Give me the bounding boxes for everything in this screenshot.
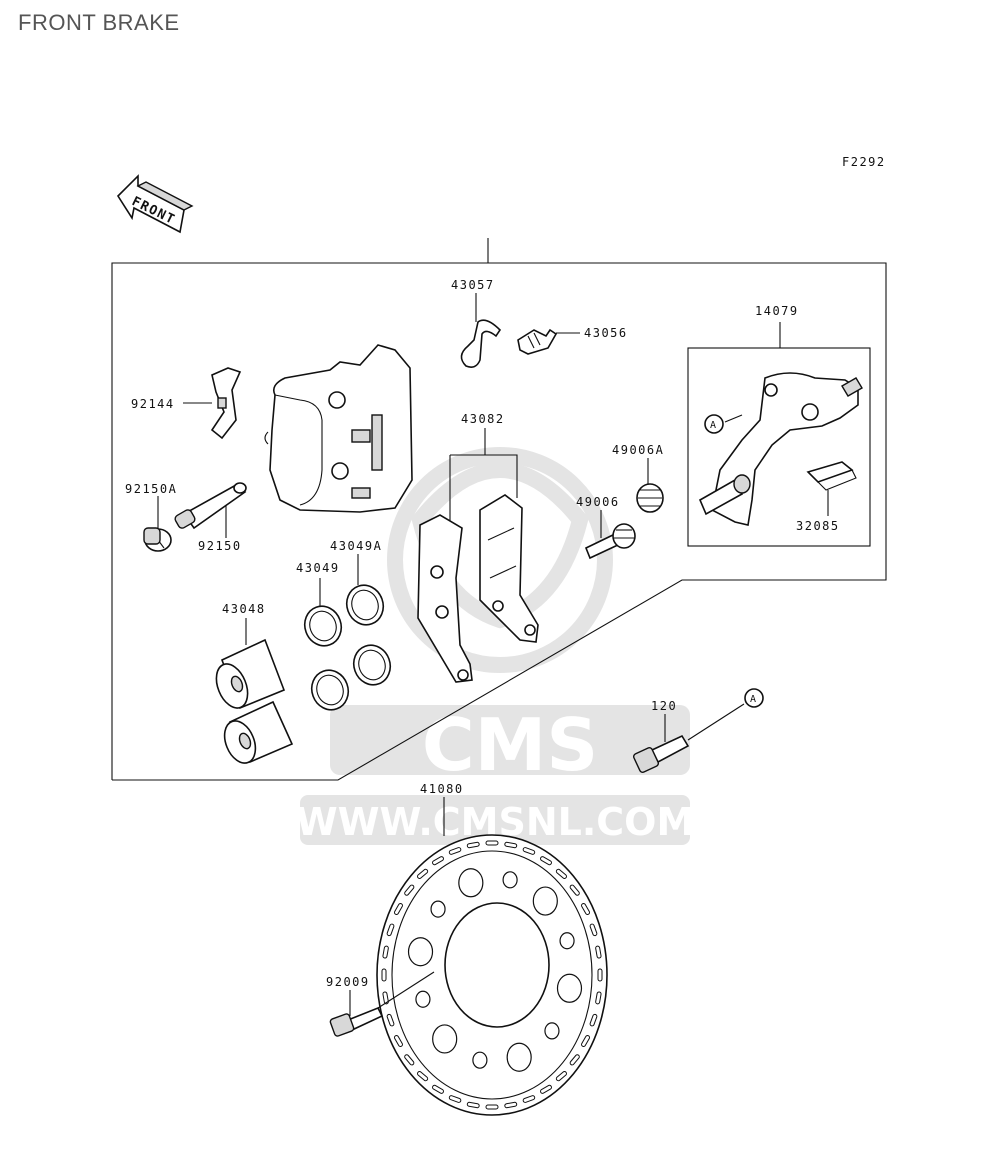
disc-slot: [432, 1084, 444, 1094]
pistons: [215, 638, 294, 764]
disc-slot: [555, 1071, 567, 1082]
disc-slot: [504, 1101, 518, 1109]
disc-slot: [581, 903, 591, 915]
label-43056: 43056: [584, 326, 628, 340]
label-92150A: 92150A: [125, 482, 177, 496]
disc-slot: [555, 868, 567, 879]
pad-spring: [210, 367, 242, 440]
disc-slot: [597, 968, 603, 982]
caliper-assy-outline: [111, 238, 887, 781]
caliper-bracket: [698, 372, 863, 526]
front-direction-arrow: FRONT: [116, 174, 194, 234]
page-title: FRONT BRAKE: [18, 10, 180, 35]
disc-slot: [540, 856, 552, 866]
disc-slot: [569, 1054, 580, 1066]
disc-hole: [556, 973, 583, 1003]
label-43049: 43049: [296, 561, 340, 575]
disc-slot: [432, 856, 444, 866]
bleed-cap: [460, 319, 502, 368]
disc-hole: [430, 900, 446, 918]
disc-slot: [589, 1013, 598, 1027]
label-49006A: 49006A: [612, 443, 664, 457]
disc-slot: [404, 1054, 415, 1066]
brake-pads: [417, 428, 539, 683]
label-41080: 41080: [420, 782, 464, 796]
disc-slot: [485, 1104, 499, 1110]
label-43057: 43057: [451, 278, 495, 292]
disc-hole: [506, 1042, 532, 1072]
disc-hole: [458, 868, 484, 898]
label-92144: 92144: [131, 397, 175, 411]
disc-slot: [569, 884, 580, 896]
disc-slot: [393, 903, 403, 915]
disc-hole: [559, 932, 575, 950]
disc-hole: [472, 1051, 488, 1069]
disc-slot: [581, 1035, 591, 1047]
disc-slot: [386, 923, 395, 937]
disc-slot: [589, 923, 598, 937]
disc-slot: [540, 1084, 552, 1094]
caliper-body: [264, 344, 413, 513]
mounting-bolt: [632, 734, 690, 774]
bleed-valve: [517, 328, 558, 355]
disc-slot: [382, 991, 389, 1005]
label-43049A: 43049A: [330, 539, 382, 553]
disc-slot: [466, 841, 480, 849]
disc-slot: [466, 1101, 480, 1109]
disc-slot: [417, 868, 429, 879]
label-14079: 14079: [755, 304, 799, 318]
label-32085: 32085: [796, 519, 840, 533]
disc-slot: [448, 847, 462, 855]
disc-hole: [502, 871, 518, 889]
label-92009: 92009: [326, 975, 370, 989]
disc-slot: [595, 945, 602, 959]
slide-pin: [174, 482, 247, 530]
label-43082: 43082: [461, 412, 505, 426]
disc-slot: [393, 1035, 403, 1047]
label-43048: 43048: [222, 602, 266, 616]
boot: [584, 523, 636, 560]
disc-slot: [382, 945, 389, 959]
disc-hole: [415, 990, 431, 1008]
disc-hole: [407, 937, 434, 967]
pad-clip: [806, 461, 857, 491]
disc-slot: [448, 1095, 462, 1103]
ref-marker-bracket: [704, 414, 724, 434]
disc-slot: [386, 1013, 395, 1027]
disc-slot: [522, 847, 536, 855]
plug: [143, 527, 172, 552]
ref-marker-bolt-label: A: [750, 694, 758, 705]
piston-seals: [303, 584, 392, 711]
label-49006: 49006: [576, 495, 620, 509]
boot-a: [636, 483, 664, 513]
ref-marker-bracket-label: A: [710, 420, 718, 431]
disc-slot: [522, 1095, 536, 1103]
figure-code: F2292: [842, 155, 886, 169]
disc-slot: [595, 991, 602, 1005]
disc-slot: [485, 840, 499, 846]
label-92150: 92150: [198, 539, 242, 553]
disc-slot: [504, 841, 518, 849]
ref-marker-bolt: [744, 688, 764, 708]
brake-disc: [376, 834, 608, 1116]
disc-slot: [417, 1071, 429, 1082]
disc-hole: [532, 886, 558, 916]
disc-hole: [544, 1022, 560, 1040]
disc-hole: [432, 1024, 458, 1054]
watermark-brand: CMS: [422, 703, 598, 787]
disc-bolt: [329, 1006, 384, 1037]
disc-slot: [404, 884, 415, 896]
label-120: 120: [651, 699, 677, 713]
disc-slot: [381, 968, 387, 982]
